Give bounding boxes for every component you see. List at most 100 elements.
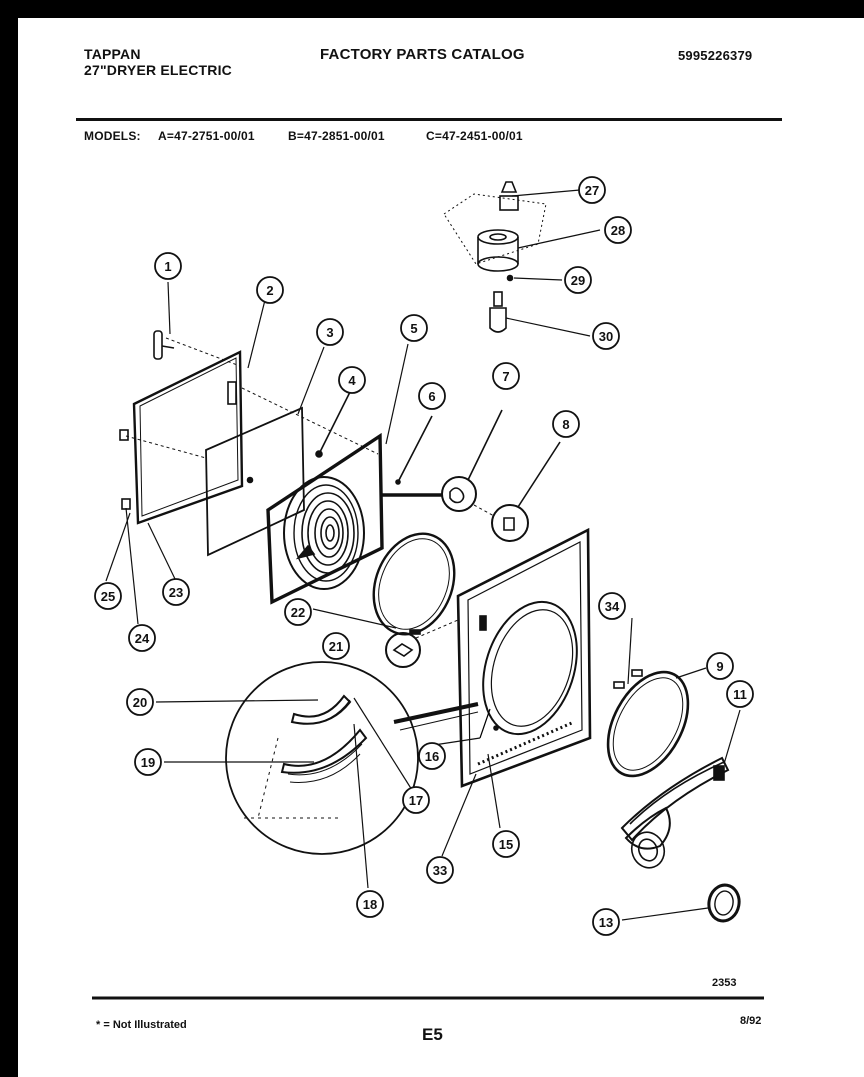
- callout-number: 8: [562, 417, 569, 432]
- brand-label: TAPPAN: [84, 46, 141, 62]
- callout-number: 25: [101, 589, 115, 604]
- detail-magnifier: [225, 661, 479, 855]
- part-handle-ring: [707, 883, 741, 923]
- callout-number: 33: [433, 863, 447, 878]
- callout-number: 3: [326, 325, 333, 340]
- callout-circle: [578, 176, 606, 204]
- footnote-not-illustrated: * = Not Illustrated: [96, 1019, 187, 1031]
- callout-circle: [162, 578, 190, 606]
- callout-circle: [592, 322, 620, 350]
- callout-number: 17: [409, 793, 423, 808]
- callout-16: 16: [418, 742, 446, 770]
- part-screw: [315, 387, 353, 458]
- part-fastener: [395, 415, 433, 485]
- header-rule: [76, 118, 782, 121]
- callout-number: 5: [410, 321, 417, 336]
- part-door-handle: [620, 756, 730, 869]
- callout-30: 30: [592, 322, 620, 350]
- model-b: B=47-2851-00/01: [288, 129, 385, 143]
- callout-22: 22: [284, 598, 312, 626]
- callout-27: 27: [578, 176, 606, 204]
- part-hinge: [385, 619, 459, 668]
- model-a: A=47-2751-00/01: [158, 129, 255, 143]
- model-description: 27"DRYER ELECTRIC: [84, 62, 232, 78]
- callout-5: 5: [400, 314, 428, 342]
- callout-8: 8: [552, 410, 580, 438]
- part-seal-ring: [372, 532, 456, 636]
- callout-29: 29: [564, 266, 592, 294]
- part-access-panel: [119, 350, 244, 525]
- callout-circle: [316, 318, 344, 346]
- leader-lines: [105, 189, 741, 921]
- models-label: MODELS:: [84, 129, 141, 143]
- callout-circle: [400, 314, 428, 342]
- callout-number: 1: [164, 259, 171, 274]
- part-clip: [153, 330, 241, 367]
- callout-number: 2: [266, 283, 273, 298]
- drawing-number: 2353: [712, 977, 736, 989]
- assembly-guide-lines: [125, 387, 379, 459]
- revision-date: 8/92: [740, 1015, 761, 1027]
- callout-23: 23: [162, 578, 190, 606]
- callout-21: 21: [322, 632, 350, 660]
- parts-catalog-page: TAPPAN 27"DRYER ELECTRIC FACTORY PARTS C…: [18, 18, 864, 1077]
- callout-6: 6: [418, 382, 446, 410]
- callout-4: 4: [338, 366, 366, 394]
- callout-34: 34: [598, 592, 626, 620]
- catalog-title: FACTORY PARTS CATALOG: [320, 46, 525, 63]
- part-door-strike: [473, 441, 561, 542]
- callout-circle: [418, 742, 446, 770]
- callout-circle: [592, 908, 620, 936]
- callout-number: 16: [425, 749, 439, 764]
- callout-number: 34: [605, 599, 620, 614]
- callout-13: 13: [592, 908, 620, 936]
- callout-33: 33: [426, 856, 454, 884]
- callout-number: 18: [363, 897, 377, 912]
- callout-circle: [256, 276, 284, 304]
- callout-circle: [564, 266, 592, 294]
- callout-number: 9: [716, 659, 723, 674]
- part-insulation-plate: [205, 406, 305, 557]
- callout-circle: [402, 786, 430, 814]
- callout-circle: [492, 362, 520, 390]
- callout-circle: [94, 582, 122, 610]
- callout-7: 7: [492, 362, 520, 390]
- callout-circle: [426, 856, 454, 884]
- callout-2: 2: [256, 276, 284, 304]
- callout-circle: [154, 252, 182, 280]
- callout-number: 4: [348, 373, 356, 388]
- catalog-number: 5995226379: [678, 48, 753, 63]
- callout-1: 1: [154, 252, 182, 280]
- callout-18: 18: [356, 890, 384, 918]
- callout-group: 1234567891113151617181920212223242527282…: [94, 176, 754, 936]
- callout-number: 30: [599, 329, 613, 344]
- part-motor-assembly: [443, 181, 547, 333]
- exploded-parts-diagram: 1234567891113151617181920212223242527282…: [92, 176, 764, 1044]
- callout-circle: [134, 748, 162, 776]
- callout-19: 19: [134, 748, 162, 776]
- callout-number: 13: [599, 915, 613, 930]
- part-door-frame: [456, 527, 592, 788]
- callout-circle: [492, 830, 520, 858]
- callout-circle: [338, 366, 366, 394]
- callout-number: 23: [169, 585, 183, 600]
- part-door-gasket: [606, 669, 690, 778]
- callout-circle: [126, 688, 154, 716]
- callout-circle: [604, 216, 632, 244]
- callout-24: 24: [128, 624, 156, 652]
- callout-number: 15: [499, 837, 513, 852]
- callout-number: 24: [135, 631, 150, 646]
- callout-17: 17: [402, 786, 430, 814]
- model-c: C=47-2451-00/01: [426, 129, 523, 143]
- callout-circle: [128, 624, 156, 652]
- callout-number: 20: [133, 695, 147, 710]
- callout-circle: [552, 410, 580, 438]
- page-code: E5: [422, 1025, 443, 1044]
- callout-circle: [322, 632, 350, 660]
- part-front-panel: [266, 432, 384, 605]
- callout-circle: [418, 382, 446, 410]
- callout-number: 6: [428, 389, 435, 404]
- callout-number: 22: [291, 605, 305, 620]
- diagram-linework: [119, 181, 741, 923]
- callout-number: 29: [571, 273, 585, 288]
